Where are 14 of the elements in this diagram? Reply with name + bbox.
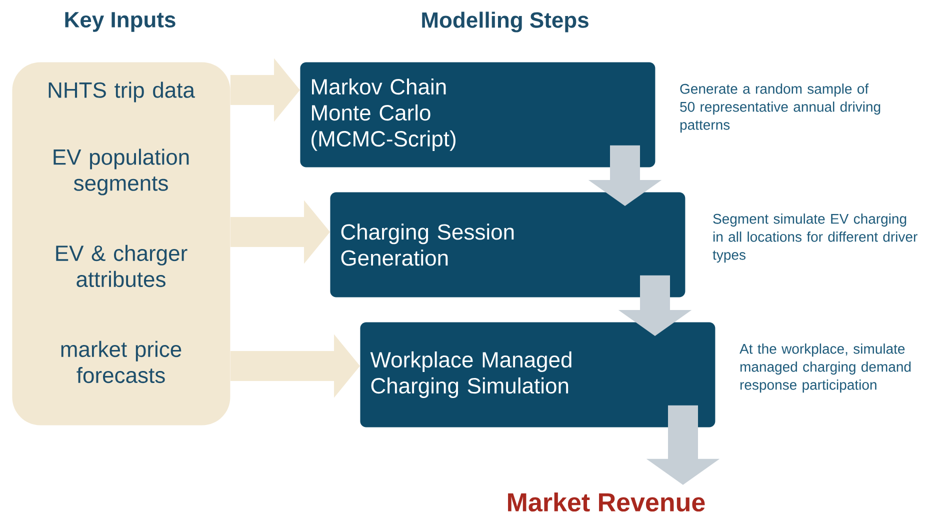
input-text: EV population segments — [54, 148, 189, 196]
column-heading: Modelling Steps — [422, 12, 588, 32]
result-text: Market Revenue — [508, 492, 705, 512]
input-text: market price forecasts — [61, 340, 182, 384]
input-text: NHTS trip data — [48, 82, 195, 102]
column-heading: Key Inputs — [65, 12, 176, 32]
input-panel — [12, 62, 230, 426]
step-box: Charging Session Generation — [330, 192, 686, 298]
step-note: Segment simulate EV charging in all locations for different driver types — [712, 214, 918, 263]
input-text: EV & charger attributes — [56, 244, 188, 288]
step-box: Workplace Managed Charging Simulation — [360, 322, 716, 428]
step-note: Generate a random sample of 50 representative annual driving patterns — [680, 84, 880, 133]
step-box: Markov Chain Monte Carlo (MCMC-Script) — [300, 62, 656, 168]
step-note: At the workplace, simulate managed charging demand response participation — [740, 344, 911, 393]
